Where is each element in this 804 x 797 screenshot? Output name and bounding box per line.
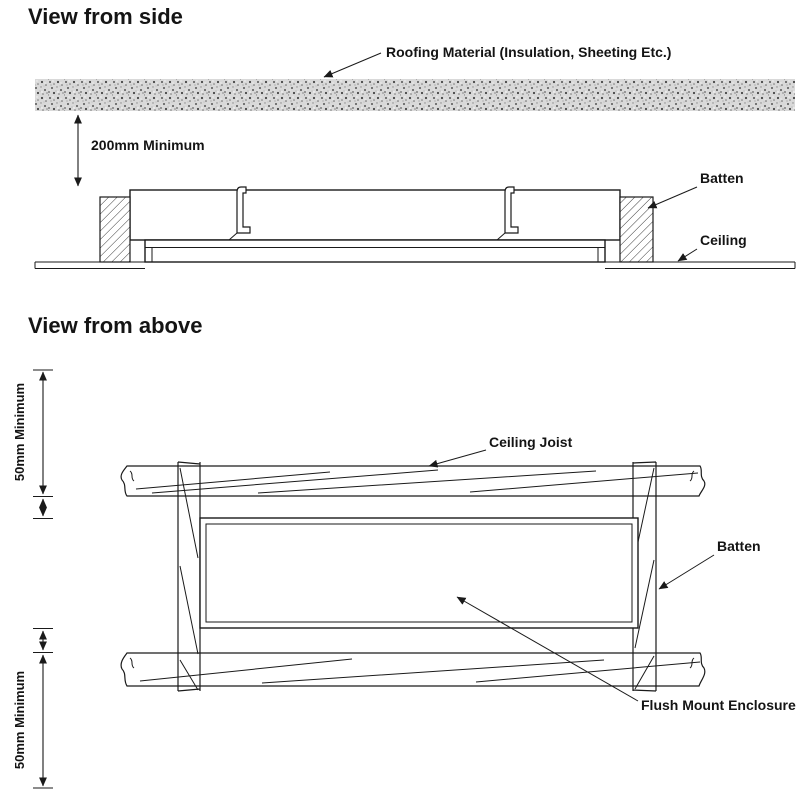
ceiling-left-line [34, 261, 145, 269]
ceiling-joist-bottom [120, 652, 706, 687]
dimension-ticks [33, 369, 53, 789]
batten-side-leader [647, 186, 698, 209]
ceiling-label: Ceiling [700, 232, 747, 248]
roofing-material-label: Roofing Material (Insulation, Sheeting E… [386, 44, 671, 60]
batten-side-label: Batten [700, 170, 744, 186]
roofing-leader-line [323, 52, 382, 78]
ceiling-leader [677, 248, 698, 262]
roofing-material-band [35, 79, 795, 111]
batten-left-hatched [99, 196, 131, 263]
ceiling-right-line [605, 261, 796, 269]
clearance-bottom-label: 50mm Minimum [12, 671, 27, 769]
batten-plan-label: Batten [717, 538, 761, 554]
enclosure-side-box [129, 189, 621, 241]
trim-frame [144, 239, 606, 263]
ceiling-joist-label: Ceiling Joist [489, 434, 573, 450]
mounting-clip-left [228, 186, 251, 241]
batten-right-hatched [619, 196, 654, 263]
side-view-group: Roofing Material (Insulation, Sheeting E… [34, 44, 796, 269]
flush-mount-enclosure-rect [199, 517, 639, 629]
side-view-title: View from side [28, 4, 183, 29]
ceiling-joist-leader [428, 449, 487, 468]
above-view-group: 50mm Minimum 50mm Minimum Ceiling Joist … [12, 369, 796, 789]
trim-frame-detail [145, 247, 605, 262]
mounting-clip-right [496, 186, 519, 241]
clearance-200mm-label: 200mm Minimum [91, 137, 205, 153]
flush-mount-enclosure-label: Flush Mount Enclosure [641, 697, 796, 713]
clearance-top-label: 50mm Minimum [12, 383, 27, 481]
batten-plan-leader [658, 554, 715, 590]
above-view-title: View from above [28, 313, 203, 338]
ceiling-joist-top [120, 465, 706, 497]
flush-mount-enclosure-leader [456, 596, 639, 702]
flush-mount-enclosure-inner [205, 523, 633, 623]
